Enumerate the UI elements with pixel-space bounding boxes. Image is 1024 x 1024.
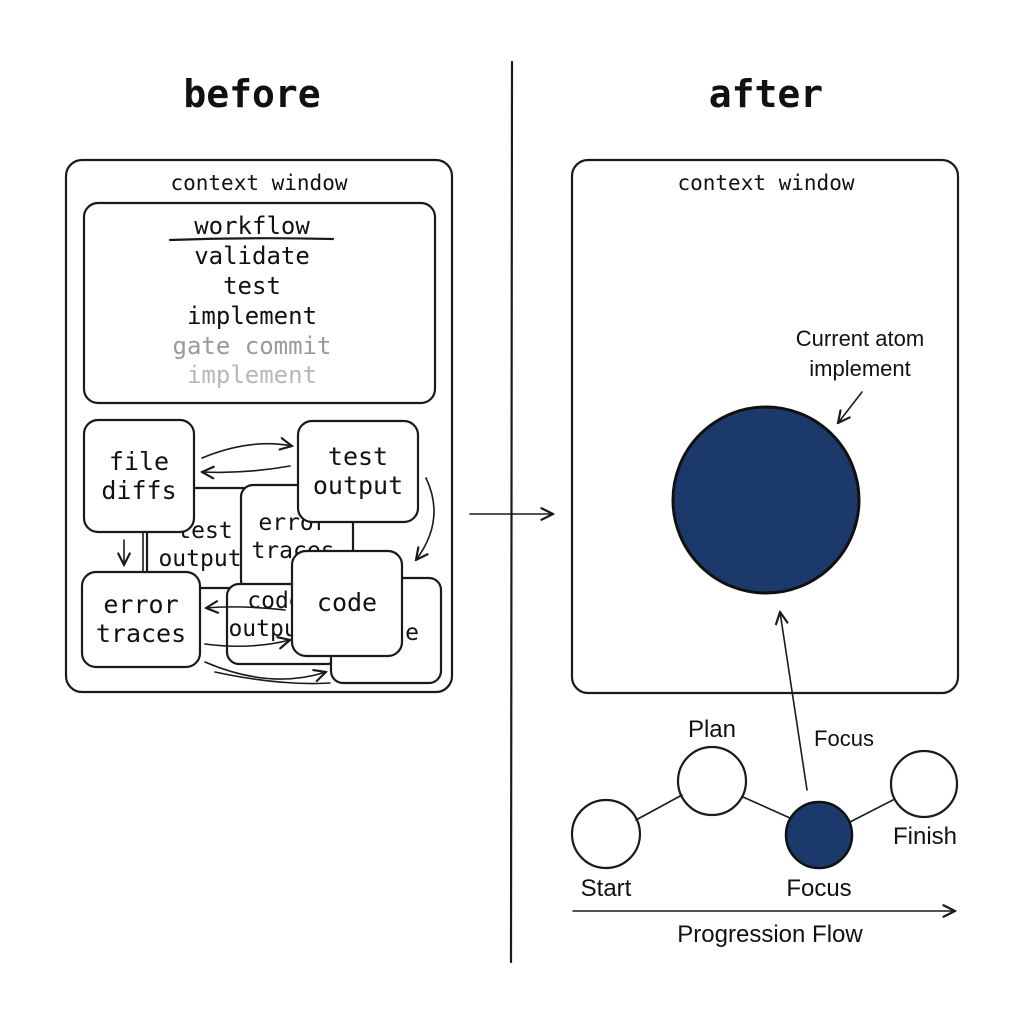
before-title: before xyxy=(183,72,320,116)
workflow-item-gate-commit: gate commit xyxy=(173,332,332,360)
start-node xyxy=(570,798,642,870)
focus-arrow xyxy=(780,612,808,791)
after-context-window xyxy=(570,158,960,695)
focus-node xyxy=(784,800,854,870)
tangle-arrow xyxy=(206,607,286,610)
test-output-label-2: output xyxy=(313,471,403,500)
tangle-arrow xyxy=(416,477,435,560)
plan-node xyxy=(676,745,748,817)
test-output-label-1: test xyxy=(328,442,388,471)
atom-label-line-1: Current atom xyxy=(796,326,924,351)
node-connector xyxy=(849,799,894,823)
test-output-box xyxy=(296,419,420,524)
tangle-arrow xyxy=(204,661,326,679)
before-context-window xyxy=(64,158,454,694)
error-traces-label-1: error xyxy=(103,590,178,619)
ghost-code-tail-label: e xyxy=(405,620,419,646)
ghost-test-output-label-2: output xyxy=(158,546,241,572)
workflow-panel xyxy=(82,201,437,405)
tangle-arrow xyxy=(201,444,292,459)
after-window-label: context window xyxy=(677,171,854,195)
tangle-arrow xyxy=(204,640,290,646)
file-diffs-label-1: file xyxy=(109,447,169,476)
workflow-item-test: test xyxy=(223,272,281,300)
divider-line xyxy=(509,60,514,964)
start-label: Start xyxy=(581,875,632,902)
finish-label: Finish xyxy=(893,823,957,850)
workflow-item-validate: validate xyxy=(194,242,310,270)
plan-label: Plan xyxy=(688,716,736,743)
finish-node xyxy=(889,749,959,819)
atom-label-line-2: implement xyxy=(809,356,910,381)
code-label: code xyxy=(317,588,377,617)
node-connector xyxy=(742,796,791,819)
error-traces-box xyxy=(80,570,202,669)
tangle-arrow xyxy=(214,671,331,685)
current-atom-circle xyxy=(671,405,861,595)
focus-arrow-label: Focus xyxy=(814,726,874,751)
code-box xyxy=(290,549,404,658)
after-title: after xyxy=(709,72,823,116)
workflow-item-implement-faded: implement xyxy=(187,361,317,389)
file-diffs-label-2: diffs xyxy=(101,476,176,505)
file-diffs-box xyxy=(82,418,196,534)
error-traces-label-2: traces xyxy=(96,619,186,648)
workflow-heading: workflow xyxy=(194,212,310,240)
workflow-underline xyxy=(168,237,335,242)
before-window-label: context window xyxy=(170,171,347,195)
atom-pointer-arrow xyxy=(838,391,863,423)
workflow-item-implement: implement xyxy=(187,302,317,330)
tangle-arrow xyxy=(202,465,291,472)
progression-flow-label: Progression Flow xyxy=(677,921,863,948)
focus-label: Focus xyxy=(786,875,851,902)
node-connector xyxy=(635,794,683,821)
